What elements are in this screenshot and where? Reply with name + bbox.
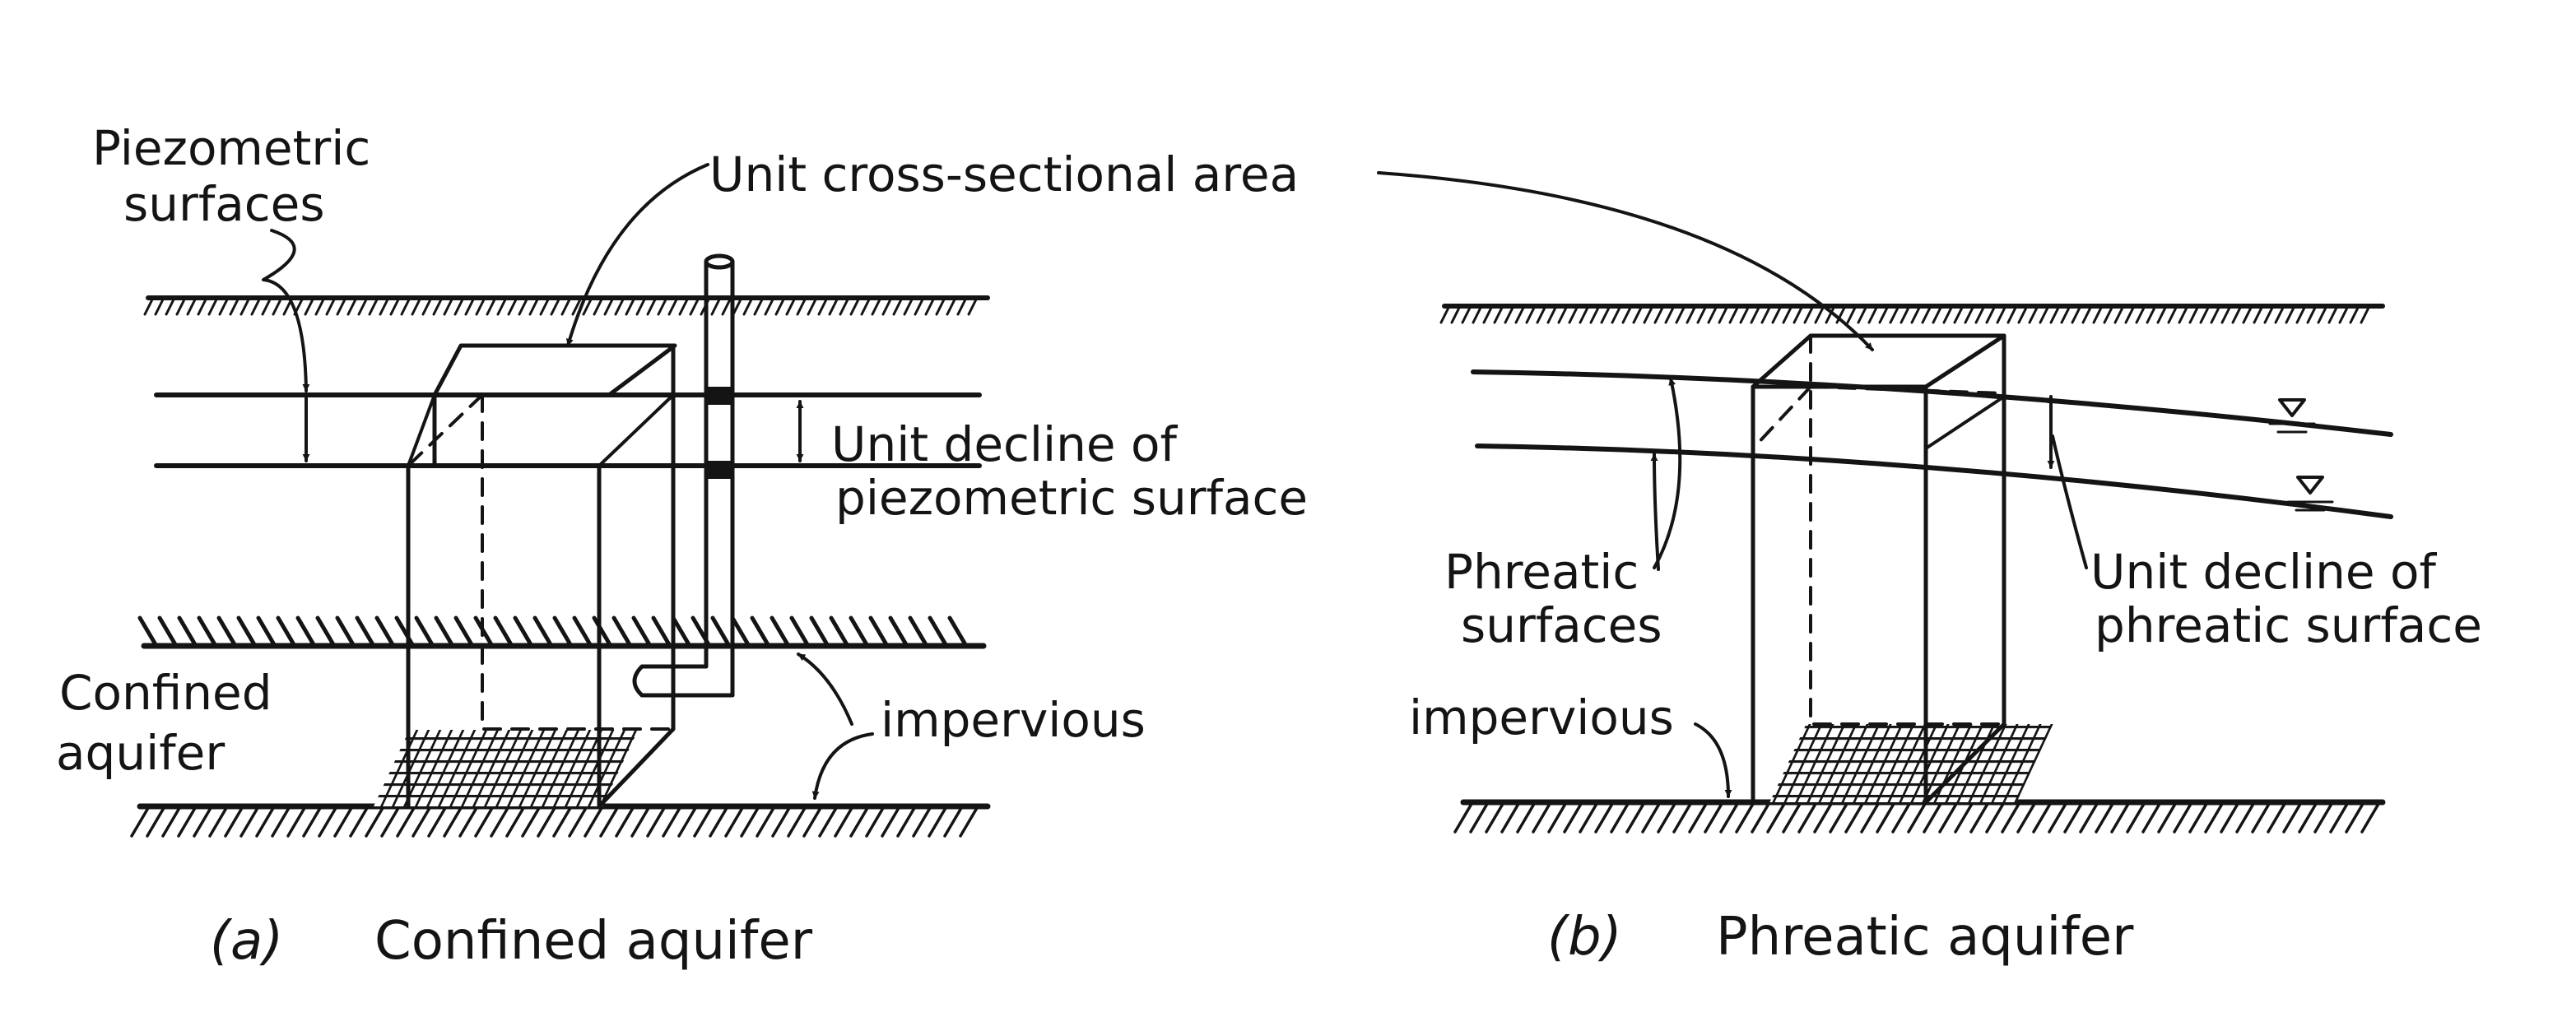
label-phreatic-line1: Phreatic: [1444, 544, 1639, 600]
label-unit-cross-sectional-area: Unit cross-sectional area: [709, 146, 1299, 202]
unit-area-grid-b: [1769, 724, 2053, 802]
label-confined-line1: Confined: [59, 665, 272, 721]
unit-area-grid-a: [374, 730, 639, 806]
phreatic-leader-upper: [1653, 377, 1682, 569]
unit-decline-leader-b: [2051, 434, 2088, 569]
upper-impervious-layer-a: [137, 615, 987, 649]
water-table-symbol-lower: [2286, 476, 2334, 512]
impervious-leader-b: [1694, 722, 1732, 798]
ground-surface-a: [143, 295, 990, 316]
label-piezometric-line2: surfaces: [123, 176, 325, 232]
impervious-leader-upper-a: [797, 652, 853, 726]
label-phreatic-line2: surfaces: [1461, 597, 1662, 653]
label-piezometric-line1: Piezometric: [92, 120, 370, 176]
impervious-leader-lower-a: [811, 732, 874, 800]
unit-area-leader-b: [1377, 171, 1874, 351]
caption-text-b: Phreatic aquifer: [1716, 907, 2134, 968]
label-confined-line2: aquifer: [56, 725, 225, 781]
piezometer-tube: [632, 253, 735, 698]
caption-text-a: Confined aquifer: [374, 911, 813, 972]
label-unit-decline-line2-b: phreatic surface: [2095, 597, 2482, 653]
panel-a: Piezometric surfaces Unit decline of pie…: [56, 120, 1308, 972]
water-table-symbol-upper: [2268, 398, 2316, 434]
phreatic-leader-lower: [1650, 453, 1660, 571]
unit-column-a: [374, 343, 677, 809]
lower-impervious-base-a: [130, 803, 991, 838]
phreatic-surface-lower: [1475, 443, 2393, 519]
label-impervious-a: impervious: [881, 692, 1146, 748]
piezometric-leader: [262, 229, 310, 392]
panel-b: Phreatic surfaces Unit decline of phreat…: [1377, 171, 2482, 968]
label-unit-decline-line1-b: Unit decline of: [2090, 544, 2437, 600]
ground-surface-b: [1439, 304, 2385, 324]
caption-letter-a: (a): [210, 911, 283, 972]
lower-impervious-base-b: [1453, 799, 2386, 834]
unit-column-b: [1751, 333, 2053, 805]
caption-letter-b: (b): [1547, 907, 1622, 968]
label-unit-decline-line1-a: Unit decline of: [831, 416, 1178, 472]
label-impervious-b: impervious: [1409, 690, 1674, 745]
phreatic-surface-upper: [1471, 369, 2393, 437]
unit-area-leader-a: [565, 163, 709, 347]
label-unit-decline-line2-a: piezometric surface: [835, 470, 1308, 526]
